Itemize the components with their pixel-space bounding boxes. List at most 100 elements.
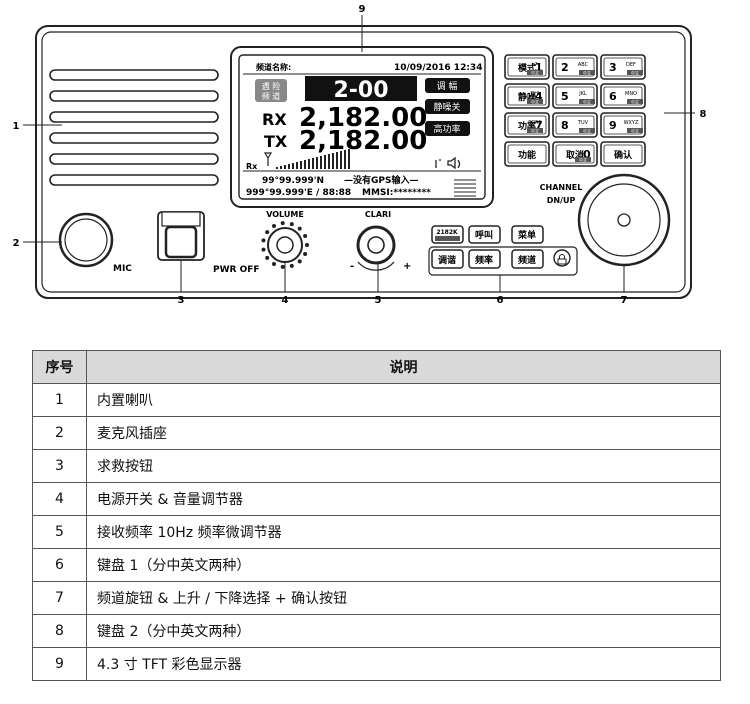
kp2-key-lower: 中文 — [531, 127, 539, 133]
callout-2: 2 — [13, 238, 20, 249]
kp1-freq-key[interactable] — [468, 249, 501, 269]
kp1-freq-label: 频率 — [475, 254, 493, 266]
header-number: 序号 — [32, 350, 87, 384]
kp2-key-frame — [507, 115, 547, 135]
volume-tick — [265, 255, 270, 260]
channel-number: 2-00 — [333, 78, 388, 103]
clari-plus: + — [403, 261, 411, 272]
row-description: 电源开关 & 音量调节器 — [86, 482, 721, 516]
distress-badge — [255, 79, 287, 102]
kp1-channel-key[interactable] — [511, 249, 544, 269]
row-description: 键盘 1（分中英文两种） — [86, 548, 721, 582]
kp2-key-digit: 6 — [609, 90, 617, 103]
kp2-key-8[interactable] — [552, 112, 598, 138]
distress-badge-line1: 遇 险 — [262, 81, 281, 91]
kp1-tune-label: 调谐 — [438, 254, 456, 266]
tx-label: TX — [264, 132, 288, 151]
keypad-1: 2182K 呼叫 菜单 调谐 频率 频道 — [428, 225, 578, 276]
kp2-key-letters: -? — [533, 62, 538, 68]
volume-tick — [297, 259, 302, 264]
screen-corner-stripes — [454, 179, 476, 197]
kp1-menu-key[interactable] — [511, 225, 544, 244]
callout-8: 8 — [700, 109, 707, 120]
kp2-key-5[interactable] — [552, 83, 598, 109]
kp2-key-lower: 中文 — [631, 69, 639, 75]
callout-5: 5 — [375, 295, 382, 306]
kp2-key-digit: 2 — [561, 61, 569, 74]
callout-3: 3 — [178, 295, 185, 306]
kp1-menu-label: 菜单 — [517, 229, 536, 241]
kp1-tune-key[interactable] — [431, 249, 464, 269]
kp2-key-frame — [507, 57, 547, 77]
kp2-key-frame — [603, 57, 643, 77]
kp2-key-digit: 7 — [535, 119, 543, 132]
mic-socket[interactable] — [58, 212, 114, 268]
channel-knob-inner — [587, 183, 661, 257]
kp2-key-digit: 9 — [609, 119, 617, 132]
kp2-key-lower: 中文 — [583, 69, 591, 75]
channel-box — [305, 76, 417, 101]
volume-tick — [289, 222, 294, 227]
kp2-key-frame — [555, 115, 595, 135]
row-number: 4 — [32, 482, 87, 516]
kp2-key-frame — [555, 86, 595, 106]
kp2-key-lower: 中文 — [631, 98, 639, 104]
volume-tick — [289, 263, 294, 268]
rx-small-label: Rx — [246, 162, 258, 171]
kp2-key-10[interactable] — [504, 141, 550, 167]
kp2-key-digit: 1 — [535, 61, 543, 74]
kp2-key-frame — [555, 57, 595, 77]
rx-frequency: 2,182.00 — [299, 103, 427, 133]
kp2-key-frame — [507, 86, 547, 106]
kp1-call-key[interactable] — [468, 225, 501, 244]
volume-tick — [303, 234, 308, 239]
kp2-key-lower: 中文 — [531, 98, 539, 104]
latitude: 99°99.999'N — [262, 176, 324, 186]
volume-tick — [261, 238, 266, 243]
kp2-key-3[interactable] — [600, 54, 646, 80]
row-description: 麦克风插座 — [86, 416, 721, 450]
kp1-call-label: 呼叫 — [475, 229, 493, 241]
kp2-key-lower: 中文 — [579, 156, 587, 162]
gps-message: —没有GPS输入— — [344, 174, 418, 186]
kp2-key-digit: 3 — [609, 61, 617, 74]
volume-tick — [272, 262, 276, 267]
clari-label: CLARI — [365, 210, 391, 219]
row-number: 1 — [32, 383, 87, 417]
row-description: 内置喇叭 — [86, 383, 721, 417]
pwr-off-label: PWR OFF — [213, 265, 260, 275]
speaker-grille — [49, 69, 219, 186]
radio-front-panel-diagram: 频道名称: 10/09/2016 12:34 遇 险 频 道 2-00 RX 2… — [13, 4, 707, 306]
callout-9: 9 — [359, 4, 366, 15]
row-description: 键盘 2（分中英文两种） — [86, 614, 721, 648]
kp2-key-label: 确认 — [614, 149, 633, 161]
kp2-key-12[interactable] — [600, 141, 646, 167]
distress-button[interactable] — [164, 225, 198, 259]
speaker-volume-icon — [435, 156, 461, 170]
kp2-key-6[interactable] — [600, 83, 646, 109]
clari-knob-center — [367, 236, 385, 254]
kp2-key-letters: GHI — [530, 91, 539, 97]
kp2-key-letters: DEF — [626, 62, 636, 68]
volume-tick — [265, 230, 270, 235]
kp2-key-2[interactable] — [552, 54, 598, 80]
kp2-key-frame — [603, 144, 643, 164]
volume-label: VOLUME — [266, 210, 304, 219]
mic-label: MIC — [113, 264, 132, 274]
kp2-key-letters: TUV — [577, 120, 589, 126]
volume-tick — [305, 243, 309, 247]
kp2-key-lower: 中文 — [583, 127, 591, 133]
channel-name-label: 频道名称: — [256, 62, 291, 72]
callout-6: 6 — [497, 295, 504, 306]
row-description: 频道旋钮 & 上升 / 下降选择 + 确认按钮 — [86, 581, 721, 615]
channel-knob-center — [617, 213, 631, 227]
kp2-key-frame — [603, 115, 643, 135]
high-power-label: 高功率 — [433, 123, 460, 135]
